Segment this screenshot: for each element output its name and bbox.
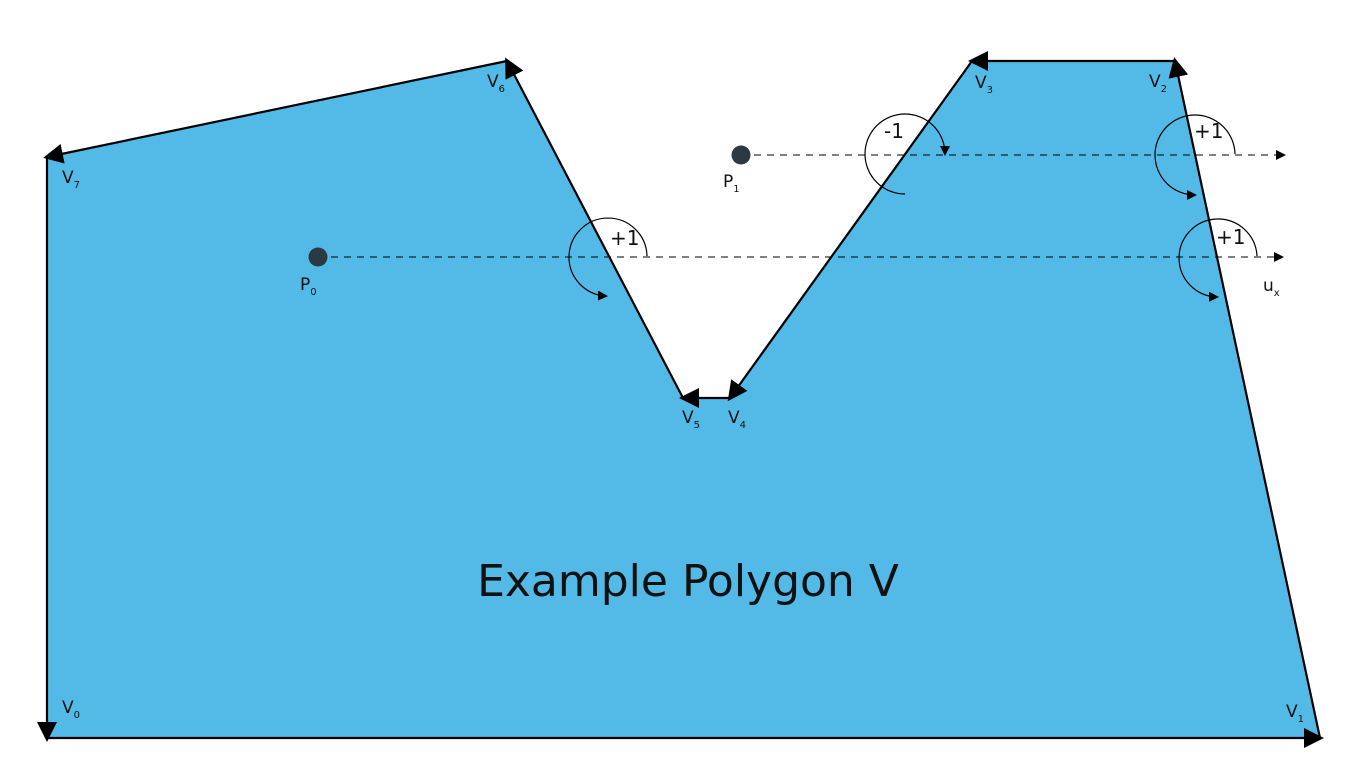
edge-v5-v6 [505,57,684,399]
edge-v3-v4 [727,60,973,402]
point-label-p0: P0 [300,275,317,298]
edge-v6-v7 [43,59,508,164]
vertex-label-v1: V1 [1286,702,1304,725]
winding-arc-edge-v5-v6 [568,217,648,301]
winding-label-edge-v1-v2-upper: +1 [1194,119,1223,143]
winding-arc-edge-v1-v2-lower [1178,218,1258,302]
winding-label-edge-v3-v4-neg: -1 [884,119,904,143]
vertex-label-v4: V4 [728,408,746,431]
winding-arcs [568,113,1258,302]
winding-label-edge-v1-v2-lower: +1 [1216,225,1245,249]
polygon-edges [37,51,1324,748]
winding-arc-edge-v3-v4 [864,113,950,195]
winding-label-edge-v5-v6: +1 [610,226,639,250]
vertex-label-v0: V0 [62,698,80,721]
ray-direction-label: ux [1263,276,1280,299]
winding-arc-edge-v1-v2-upper [1154,114,1236,200]
diagram-title: Example Polygon V [477,556,899,607]
vertex-label-v3: V3 [975,73,993,96]
vertex-label-v7: V7 [62,168,80,191]
point-label-p1: P1 [723,172,740,195]
vertex-label-v6: V6 [487,72,505,95]
polygon-v-fill [47,61,1320,738]
vertex-label-v5: V5 [682,408,700,431]
point-p1-dot [731,145,751,165]
point-p0-dot [308,247,328,267]
test-rays [318,150,1286,262]
edge-v1-v2 [1168,57,1322,739]
vertex-label-v2: V2 [1149,72,1167,95]
